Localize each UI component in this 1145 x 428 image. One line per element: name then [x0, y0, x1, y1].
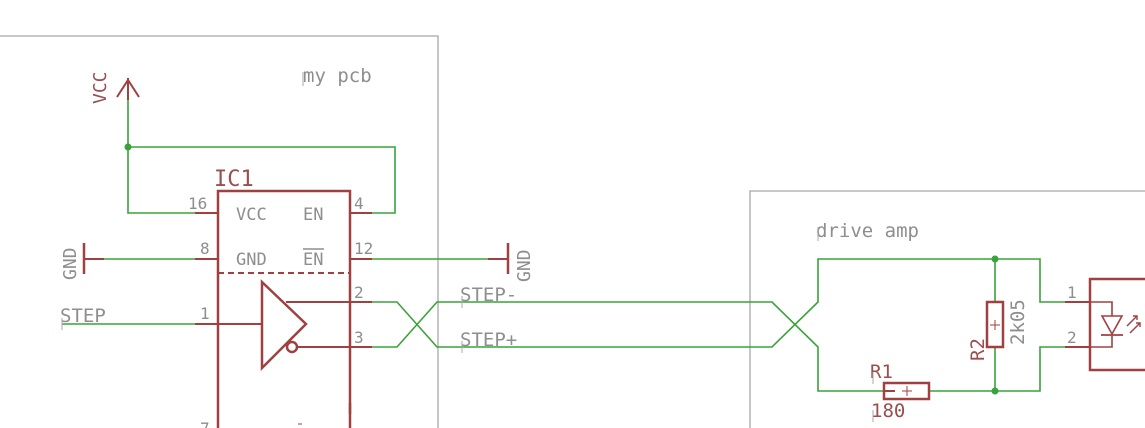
- ic1-pin-number-1: 1: [200, 304, 210, 323]
- frame-drive-amp: [749, 190, 1145, 428]
- r1-value: 180: [871, 400, 905, 422]
- frame-drive-amp-title: drive amp: [816, 220, 919, 242]
- wire-vcc: [127, 100, 195, 214]
- wire-vcc-en: [128, 146, 396, 214]
- gnd-left-label: GND: [60, 247, 81, 280]
- optocoupler[interactable]: [1065, 277, 1145, 372]
- light-emission-icon: [1126, 315, 1138, 327]
- ic1-pin-number-2: 2: [354, 283, 364, 302]
- wire-node-to-opto2: [995, 346, 1065, 392]
- resistor-r1[interactable]: [882, 381, 931, 401]
- net-label-step: STEP: [60, 305, 106, 327]
- vcc-supply-symbol[interactable]: [116, 78, 140, 100]
- wire-step-plus: [372, 301, 884, 392]
- r2-value: 2k05: [1007, 299, 1029, 345]
- ic1-pin-name-vcc: VCC: [236, 205, 267, 225]
- r2-name: R2: [967, 338, 989, 361]
- opto-pin-number-1: 1: [1067, 283, 1077, 302]
- junction-dot: [991, 387, 999, 395]
- junction-dot: [124, 143, 132, 151]
- junction-dot: [991, 255, 999, 263]
- gnd-left-symbol[interactable]: [82, 243, 104, 274]
- ic1-pin-number-3: 3: [354, 328, 364, 347]
- ic1-pin-number-12: 12: [354, 239, 373, 258]
- net-label-step-minus: STEP-: [460, 284, 517, 306]
- ic1-pin-number-8: 8: [200, 239, 210, 258]
- wire-step-minus: [372, 258, 1065, 348]
- frame-my-pcb-title: my pcb: [303, 65, 372, 87]
- vcc-label: VCC: [90, 71, 111, 104]
- ic1-pin-number-4: 4: [354, 194, 364, 213]
- wires: [62, 100, 1065, 392]
- ic1-name: IC1: [214, 167, 254, 192]
- net-label-step-plus: STEP+: [460, 329, 517, 351]
- frame-my-pcb: [0, 35, 439, 428]
- gnd-right-symbol[interactable]: [488, 243, 510, 274]
- opto-pin-number-2: 2: [1067, 328, 1077, 347]
- ic1-pin-name-en-inverted: EN: [303, 250, 323, 270]
- ic1-body[interactable]: [195, 189, 372, 428]
- resistor-r2[interactable]: [985, 300, 1005, 349]
- ic1-pin-name-gnd: GND: [236, 250, 267, 270]
- ic1-pin-number-16: 16: [188, 194, 207, 213]
- gnd-right-label: GND: [514, 249, 535, 282]
- ic1-pin-name-en: EN: [303, 205, 323, 225]
- ic1-pin-number-7: 7: [200, 419, 210, 428]
- r1-name: R1: [870, 361, 893, 383]
